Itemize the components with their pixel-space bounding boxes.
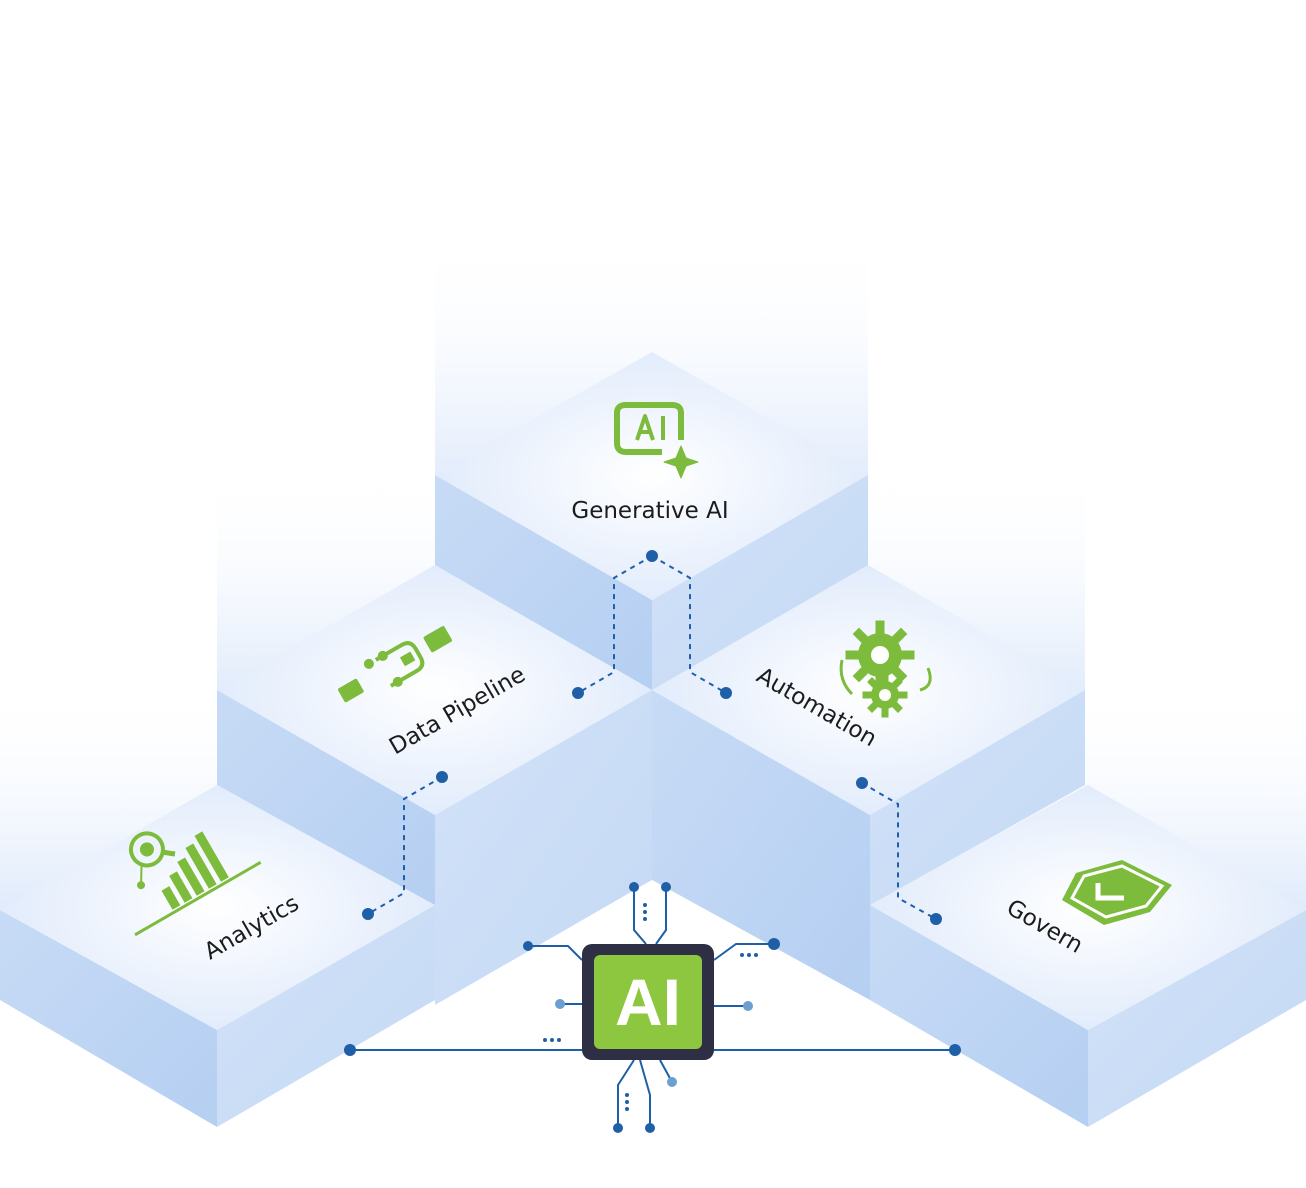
platform-generative-ai [435, 352, 868, 690]
analytics-chart-icon [128, 831, 262, 937]
node-label-generative-ai: Generative AI [571, 498, 728, 524]
chip-traces [350, 887, 955, 1128]
shield-check-icon [1062, 860, 1172, 925]
pipeline-flow-icon [338, 626, 452, 703]
ai-chip-label: AI [615, 965, 681, 1039]
ai-sparkle-icon [614, 402, 699, 479]
ai-chip: AI [582, 944, 714, 1060]
connector-dots [362, 550, 942, 925]
platform-analytics [0, 785, 435, 1127]
platform-data-pipeline [217, 565, 652, 1005]
dashed-connectors [367, 555, 937, 920]
gears-cycle-icon [839, 620, 932, 718]
chip-trace-dots [344, 882, 961, 1133]
platform-automation [652, 565, 1085, 1000]
